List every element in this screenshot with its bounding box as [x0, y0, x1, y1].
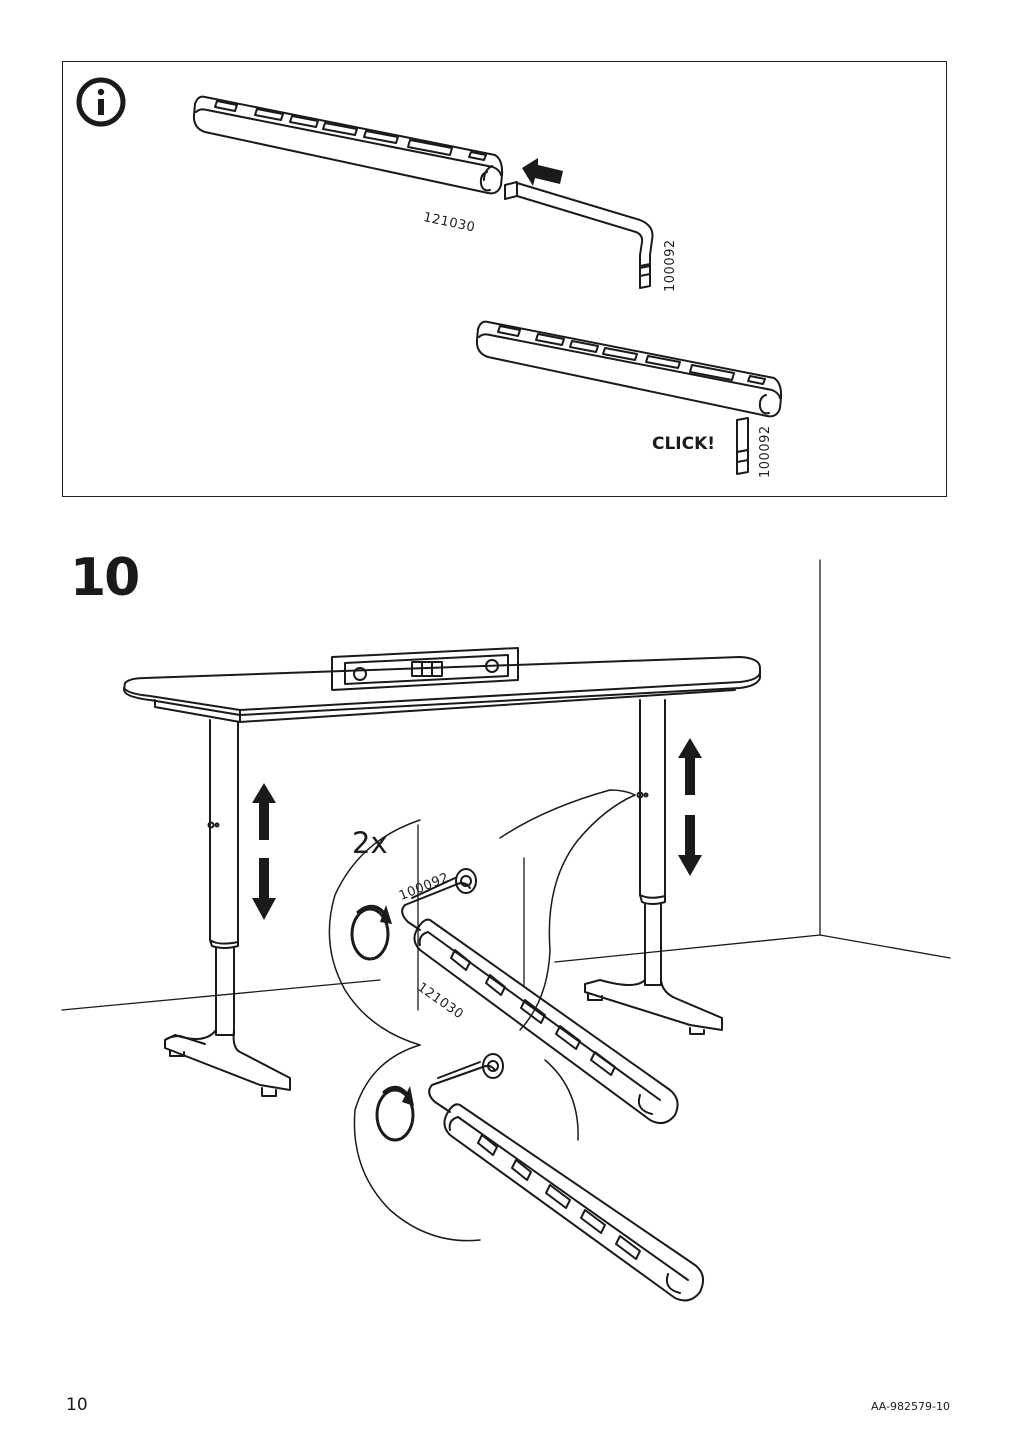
- desk-leg-left: [164, 719, 291, 1097]
- document-code: AA-982579-10: [870, 1400, 950, 1413]
- up-down-arrow-icon: [252, 738, 702, 920]
- detail-connector-bar-1: [413, 918, 679, 1125]
- page-number: 10: [66, 1395, 88, 1415]
- connector-bar-bottom: [475, 320, 783, 418]
- rotate-clockwise-icon: [350, 904, 392, 961]
- room-lines: [61, 559, 951, 1011]
- part-number-key-bottom: 100092: [758, 425, 773, 478]
- desk-leg-right: [584, 699, 723, 1035]
- quantity-label: 2x: [352, 826, 388, 860]
- detail-hex-key-1: [401, 868, 477, 931]
- connector-bar-top: [192, 95, 504, 195]
- desk-top: [123, 656, 761, 723]
- step-number: 10: [70, 548, 140, 608]
- detail-connector-bar-2: [443, 1103, 705, 1302]
- rotate-counterclockwise-icon: [375, 1085, 415, 1142]
- click-text: CLICK!: [652, 434, 716, 454]
- detail-callout: [328, 789, 636, 1242]
- detail-hex-key-2: [428, 1053, 504, 1113]
- hex-key-top: [504, 181, 654, 289]
- info-panel: [62, 61, 947, 497]
- hex-key-inserted: [736, 417, 749, 475]
- info-icon: [76, 77, 126, 127]
- part-number-key-top: 100092: [663, 239, 678, 292]
- insert-arrow-icon: [522, 158, 563, 186]
- spirit-level-icon: [331, 647, 519, 691]
